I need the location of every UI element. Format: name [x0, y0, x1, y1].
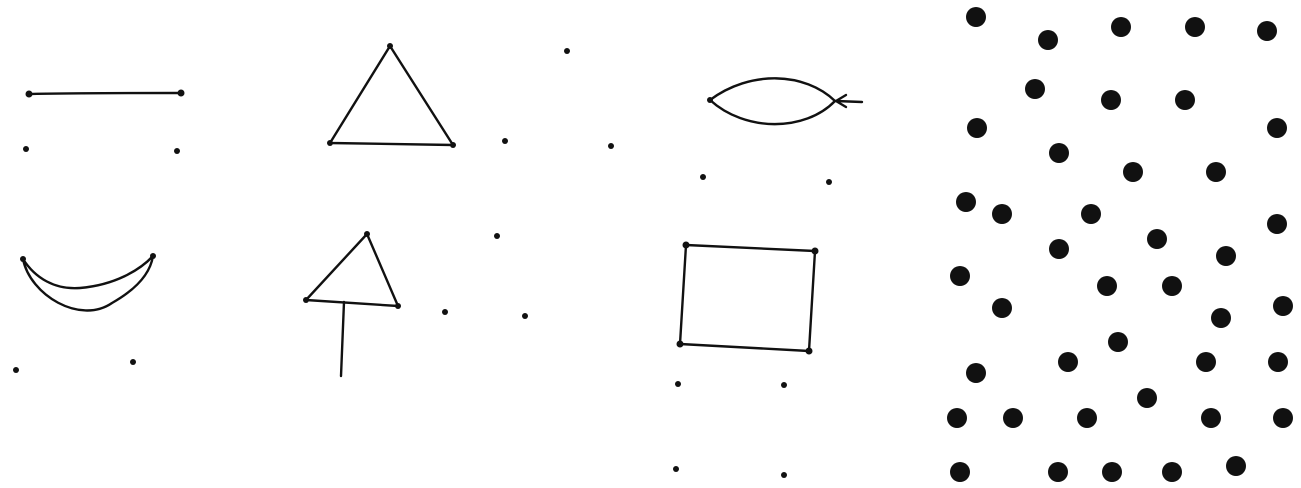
field-dot: [1101, 90, 1121, 110]
loose-dot: [522, 313, 528, 319]
loose-dot: [826, 179, 832, 185]
crescent-tip-left: [20, 256, 26, 262]
dot-field: [947, 7, 1293, 482]
line-endpoint-right: [178, 90, 185, 97]
field-dot: [966, 363, 986, 383]
triangle-vertex: [327, 140, 333, 146]
line-endpoint-left: [26, 91, 33, 98]
rect-corner: [812, 248, 819, 255]
field-dot: [1268, 352, 1288, 372]
field-dot: [1081, 204, 1101, 224]
field-dot: [1137, 388, 1157, 408]
field-dot: [1058, 352, 1078, 372]
field-dot: [1206, 162, 1226, 182]
field-dot: [947, 408, 967, 428]
field-dot: [1049, 239, 1069, 259]
loose-dot: [442, 309, 448, 315]
stem: [341, 302, 344, 376]
rect-corner: [683, 242, 690, 249]
field-dot: [1077, 408, 1097, 428]
loose-dot: [502, 138, 508, 144]
field-dot: [1147, 229, 1167, 249]
field-dot: [1273, 408, 1293, 428]
field-dot: [967, 118, 987, 138]
field-dot: [992, 298, 1012, 318]
triangle-vertex: [364, 231, 370, 237]
field-dot: [950, 266, 970, 286]
lens-figure: [700, 78, 862, 185]
triangle-vertex: [387, 43, 393, 49]
loose-dot: [174, 148, 180, 154]
field-dot: [1257, 21, 1277, 41]
field-dot: [1038, 30, 1058, 50]
loose-dot: [564, 48, 570, 54]
field-dot: [1111, 17, 1131, 37]
arrow-pointer: [836, 101, 862, 102]
loose-dot: [675, 381, 681, 387]
small-triangle: [306, 234, 398, 306]
triangle-vertex: [303, 297, 309, 303]
loose-dot: [130, 359, 136, 365]
loose-dot: [700, 174, 706, 180]
field-dot: [1185, 17, 1205, 37]
field-dot: [1162, 276, 1182, 296]
field-dot: [1102, 462, 1122, 482]
field-dot: [950, 462, 970, 482]
crescent: [23, 256, 153, 310]
field-dot: [1123, 162, 1143, 182]
field-dot: [1108, 332, 1128, 352]
loose-dot: [13, 367, 19, 373]
field-dot: [1226, 456, 1246, 476]
field-dot: [1049, 143, 1069, 163]
crescent-figure: [13, 253, 156, 373]
triangle-vertex: [395, 303, 401, 309]
field-dot: [1201, 408, 1221, 428]
loose-dot: [608, 143, 614, 149]
field-dot: [1273, 296, 1293, 316]
field-dot: [1162, 462, 1182, 482]
field-dot: [992, 204, 1012, 224]
loose-dot: [781, 472, 787, 478]
field-dot: [1216, 246, 1236, 266]
line-segment: [29, 93, 181, 94]
rectangle-figure: [673, 242, 819, 479]
rect-corner: [806, 348, 813, 355]
lens-tip-left: [707, 97, 713, 103]
loose-dot: [781, 382, 787, 388]
line-segment-figure: [23, 90, 185, 155]
triangle: [330, 46, 453, 145]
loose-dot: [23, 146, 29, 152]
field-dot: [956, 192, 976, 212]
field-dot: [1003, 408, 1023, 428]
field-dot: [1267, 214, 1287, 234]
field-dot: [966, 7, 986, 27]
field-dot: [1196, 352, 1216, 372]
field-dot: [1267, 118, 1287, 138]
loose-dot: [494, 233, 500, 239]
field-dot: [1097, 276, 1117, 296]
rectangle: [680, 245, 815, 351]
field-dot: [1048, 462, 1068, 482]
field-dot: [1025, 79, 1045, 99]
triangle-figure: [327, 43, 614, 149]
rect-corner: [677, 341, 684, 348]
field-dot: [1175, 90, 1195, 110]
triangle-vertex: [450, 142, 456, 148]
lens: [710, 78, 835, 124]
triangle-on-stick-figure: [303, 231, 528, 376]
crescent-tip-right: [150, 253, 156, 259]
loose-dot: [673, 466, 679, 472]
field-dot: [1211, 308, 1231, 328]
